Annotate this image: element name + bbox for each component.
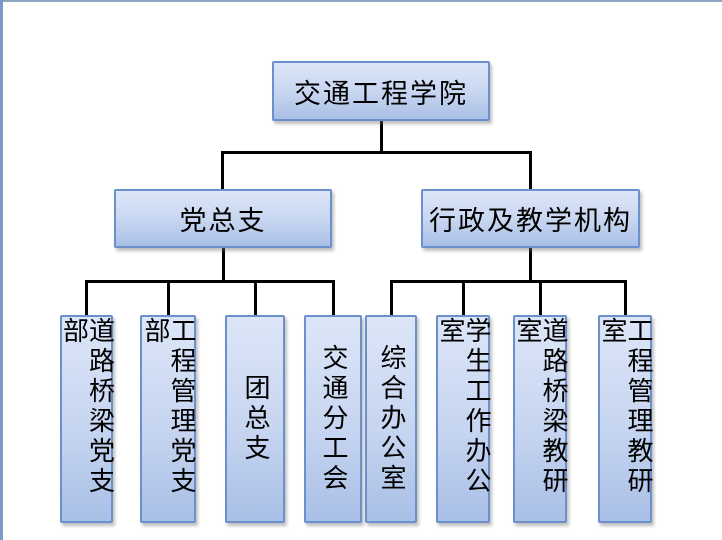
org-node-eng-mgmt-party-branch-label: 工程管理党支部 xyxy=(140,317,196,497)
connector-branch1-drop xyxy=(221,151,224,189)
connector-branch1-crossbar xyxy=(85,280,335,283)
connector-level2-crossbar xyxy=(221,151,532,154)
connector-leaf5-drop xyxy=(390,280,393,315)
org-node-college-label: 交通工程学院 xyxy=(294,78,468,110)
org-node-eng-mgmt-teaching-office: 工程管理教研室 xyxy=(597,315,653,523)
connector-leaf6-drop xyxy=(462,280,465,315)
org-node-eng-mgmt-party-branch: 工程管理党支部 xyxy=(140,315,196,523)
connector-root-stem xyxy=(380,121,383,154)
org-node-party-general-branch: 党总支 xyxy=(114,189,332,248)
org-node-general-office: 综合办公室 xyxy=(365,315,417,523)
page-frame-top xyxy=(0,0,722,2)
org-node-college: 交通工程学院 xyxy=(272,61,490,121)
org-node-admin-teaching: 行政及教学机构 xyxy=(421,189,640,248)
connector-branch2-stem xyxy=(529,248,532,283)
org-node-eng-mgmt-teaching-office-label: 工程管理教研室 xyxy=(597,317,653,497)
org-node-road-bridge-teaching-office-label: 道路桥梁教研室 xyxy=(512,317,568,497)
connector-leaf4-drop xyxy=(332,280,335,315)
org-node-youth-league-label: 团总支 xyxy=(240,374,270,464)
connector-leaf3-drop xyxy=(254,280,257,315)
org-node-general-office-label: 综合办公室 xyxy=(376,344,406,494)
org-node-youth-league: 团总支 xyxy=(225,315,285,523)
org-node-admin-teaching-label: 行政及教学机构 xyxy=(429,206,632,237)
connector-branch2-drop xyxy=(529,151,532,189)
connector-leaf7-drop xyxy=(539,280,542,315)
org-node-road-bridge-teaching-office: 道路桥梁教研室 xyxy=(512,315,568,523)
connector-leaf2-drop xyxy=(167,280,170,315)
org-node-student-affairs-office: 学生工作办公室 xyxy=(435,315,491,523)
page-frame-left xyxy=(0,0,3,540)
connector-branch2-crossbar xyxy=(390,280,627,283)
connector-leaf8-drop xyxy=(624,280,627,315)
connector-leaf1-drop xyxy=(85,280,88,315)
org-node-road-bridge-party-branch: 道路桥梁党支部 xyxy=(58,315,115,523)
org-node-transport-union: 交通分工会 xyxy=(304,315,362,523)
connector-branch1-stem xyxy=(222,248,225,283)
org-node-transport-union-label: 交通分工会 xyxy=(318,344,348,494)
org-node-road-bridge-party-branch-label: 道路桥梁党支部 xyxy=(58,317,115,497)
org-node-party-general-branch-label: 党总支 xyxy=(179,206,267,237)
org-node-student-affairs-office-label: 学生工作办公室 xyxy=(435,317,491,497)
